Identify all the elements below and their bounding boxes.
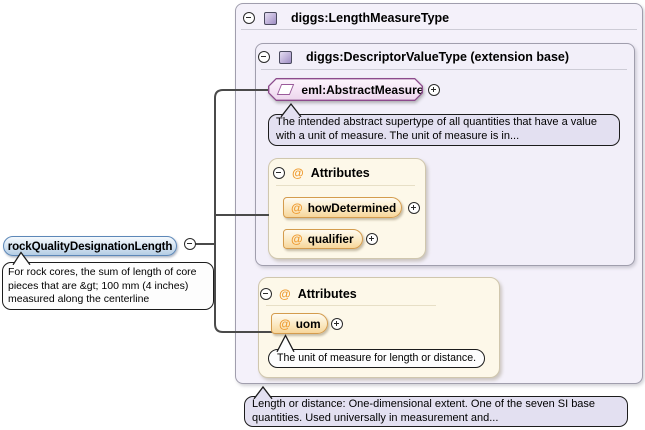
- attribute-label: uom: [295, 316, 321, 331]
- root-element-doc-ballooon: For rock cores, the sum of length of cor…: [2, 262, 214, 310]
- element-ref-label: eml:AbstractMeasure: [301, 82, 424, 97]
- extension-base-label: diggs:DescriptorValueType (extension bas…: [306, 50, 570, 64]
- header-separator: [276, 185, 415, 186]
- collapse-attributes-toggle[interactable]: [273, 167, 285, 179]
- expand-qualifier-button[interactable]: [366, 233, 378, 245]
- attribute-qualifier[interactable]: @ qualifier: [283, 229, 363, 249]
- attribute-group-base-header: @ Attributes: [273, 166, 370, 180]
- type-doc-balloon: Length or distance: One-dimensional exte…: [244, 396, 628, 427]
- attribute-at-icon: @: [291, 232, 303, 246]
- attribute-at-icon: @: [291, 200, 303, 215]
- element-pill-face: eml:AbstractMeasure: [269, 79, 421, 99]
- attribute-how-determined[interactable]: @ howDetermined: [283, 197, 402, 218]
- complex-type-label: diggs:LengthMeasureType: [291, 11, 450, 25]
- attribute-label: qualifier: [307, 232, 354, 246]
- extension-base-header: diggs:DescriptorValueType (extension bas…: [258, 50, 569, 64]
- attribute-group-label: Attributes: [310, 166, 370, 180]
- element-ref-icon: [277, 84, 294, 95]
- attribute-at-icon: @: [292, 166, 304, 180]
- abstract-measure-doc-balloon: The intended abstract supertype of all q…: [268, 114, 620, 146]
- collapse-base-toggle[interactable]: [258, 51, 270, 63]
- expand-abstract-measure-button[interactable]: [428, 84, 440, 96]
- expand-how-determined-button[interactable]: [408, 202, 420, 214]
- collapse-attributes-toggle[interactable]: [260, 288, 272, 300]
- attribute-label: howDetermined: [307, 200, 397, 215]
- attribute-at-icon: @: [279, 316, 291, 331]
- element-ref-abstract-measure[interactable]: eml:AbstractMeasure: [268, 78, 423, 101]
- attribute-at-icon: @: [279, 287, 291, 301]
- root-element-pill[interactable]: rockQualityDesignationLength: [3, 236, 177, 256]
- header-separator: [241, 29, 637, 30]
- collapse-root-toggle[interactable]: [184, 238, 196, 250]
- expand-uom-button[interactable]: [331, 318, 343, 330]
- complex-type-icon: [279, 50, 292, 64]
- collapse-type-toggle[interactable]: [243, 12, 255, 24]
- attribute-uom[interactable]: @ uom: [271, 313, 328, 334]
- attribute-group-label: Attributes: [297, 287, 357, 301]
- uom-doc-balloon: The unit of measure for length or distan…: [268, 349, 486, 368]
- header-separator: [266, 305, 436, 306]
- header-separator: [261, 69, 627, 70]
- complex-type-icon: [264, 11, 277, 25]
- complex-type-header: diggs:LengthMeasureType: [243, 11, 449, 25]
- attribute-group-own-header: @ Attributes: [260, 287, 357, 301]
